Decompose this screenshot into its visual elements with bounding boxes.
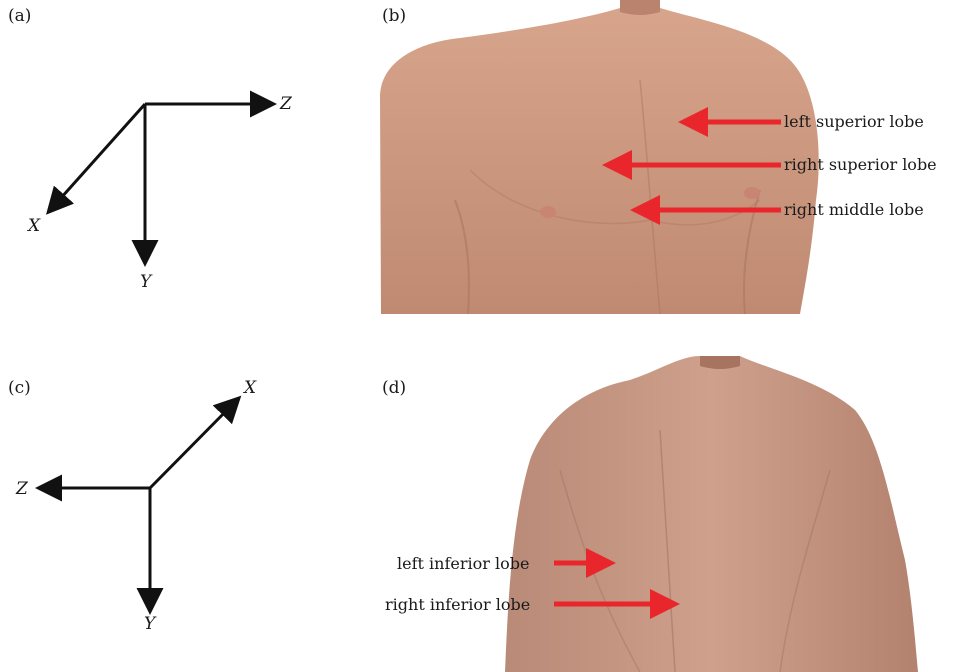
label-left-inferior-lobe: left inferior lobe (397, 554, 529, 573)
axis-a-x-arrow (52, 104, 145, 208)
panel-label-c: (c) (8, 378, 31, 398)
back-torso-image (505, 356, 918, 672)
axis-a-z-label: Z (280, 94, 292, 114)
axis-a-y-label: Y (140, 272, 151, 292)
label-right-middle-lobe: right middle lobe (784, 200, 924, 219)
panel-label-a: (a) (8, 6, 31, 26)
axis-c-y-label: Y (144, 614, 155, 634)
label-right-inferior-lobe: right inferior lobe (385, 595, 530, 614)
label-right-superior-lobe: right superior lobe (784, 155, 937, 174)
panel-label-d: (d) (382, 378, 406, 398)
axis-c-z-label: Z (16, 479, 28, 499)
axis-a-x-label: X (28, 216, 40, 236)
axis-c-x-arrow (150, 402, 235, 488)
axis-c-x-label: X (244, 378, 256, 398)
front-torso-image (380, 0, 819, 314)
label-left-superior-lobe: left superior lobe (784, 112, 924, 131)
axes-c (44, 402, 235, 606)
panel-label-b: (b) (382, 6, 406, 26)
axes-a (52, 104, 268, 258)
